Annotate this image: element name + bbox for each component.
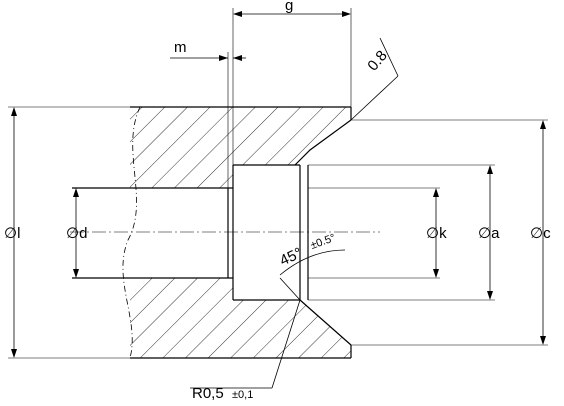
break-line (122, 106, 141, 359)
label-dia-d: ∅d (66, 225, 87, 242)
label-angle-tol: ±0.5° (309, 232, 337, 252)
label-g: g (285, 0, 293, 14)
label-radius: R0,5 (192, 385, 224, 402)
label-radius-tol: ±0,1 (232, 389, 253, 401)
chamfer-leader (350, 37, 399, 121)
lower-section-hatch (130, 278, 351, 358)
angle-arc (279, 249, 346, 301)
radius-leader (190, 299, 301, 389)
label-dia-c: ∅c (530, 225, 551, 242)
upper-section-hatch (130, 107, 351, 188)
extension-lines (8, 8, 548, 359)
label-dia-k: ∅k (426, 225, 447, 242)
label-m: m (174, 39, 187, 56)
part-outline (72, 106, 352, 359)
label-dia-l: ∅l (4, 225, 20, 242)
label-dia-a: ∅a (478, 225, 500, 242)
dimension-lines (11, 11, 546, 358)
label-angle: 45° (277, 244, 305, 269)
